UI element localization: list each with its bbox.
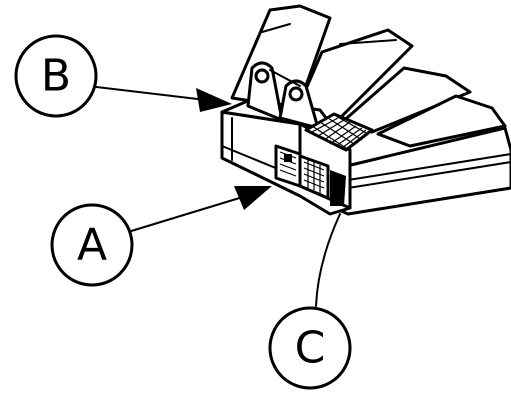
callout-a: A: [50, 203, 134, 287]
pivot-hole-right: [288, 86, 304, 102]
edge-shadow: [330, 170, 346, 206]
callout-c: C: [268, 306, 352, 390]
mesh-panel: [304, 112, 374, 152]
callout-c-label: C: [295, 323, 326, 374]
leader-lines: [87, 85, 341, 307]
slat-4: [376, 94, 507, 148]
leader-a: [127, 195, 247, 233]
side-mesh: [274, 144, 346, 206]
connector-port: [284, 154, 292, 162]
callout-b: B: [14, 34, 98, 118]
arrow-b: [196, 88, 232, 112]
callout-b-label: B: [41, 51, 71, 102]
leader-c: [315, 213, 341, 307]
callout-a-label: A: [77, 220, 107, 271]
pivot-hole-left: [254, 68, 270, 84]
arrow-a: [234, 186, 272, 210]
leader-b: [87, 85, 207, 101]
connector-block: [274, 144, 302, 188]
hinge-brackets: [246, 61, 320, 130]
